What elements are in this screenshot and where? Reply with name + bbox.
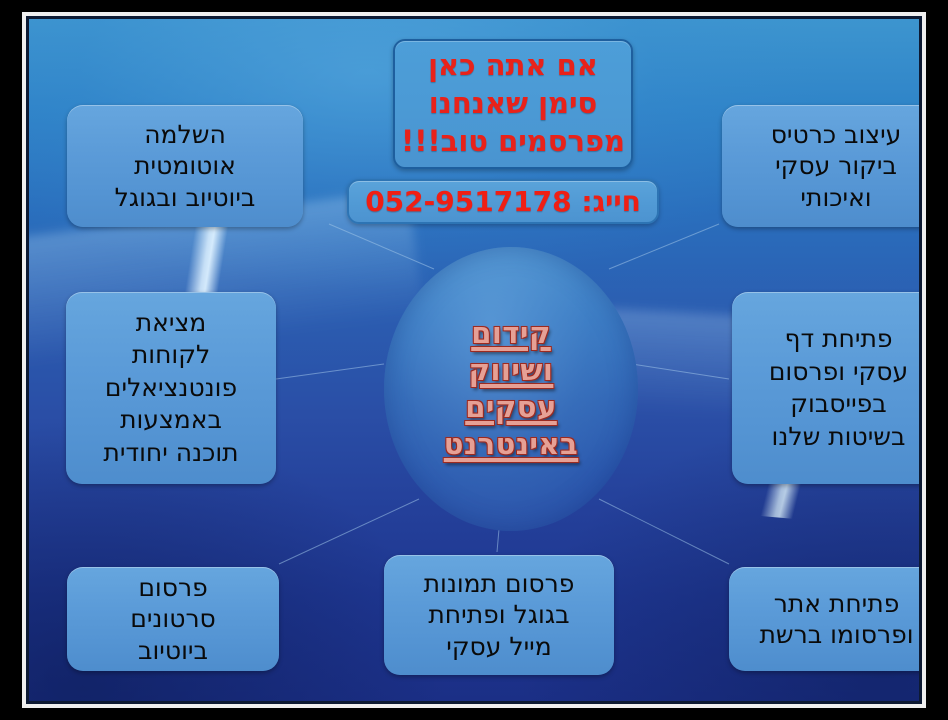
service-line: באמצעות [120,405,222,435]
service-line: לקוחות [131,340,211,370]
service-line: פתיחת דף [784,324,893,353]
center-line-4: באינטרנט [443,426,579,461]
service-box-middle-left: מציאת לקוחות פונטנציאלים באמצעות תוכנה י… [66,292,276,484]
service-box-top-left: השלמה אוטומטית ביוטיוב ובגוגל [67,105,303,227]
service-line: בפייסבוק [790,389,887,418]
service-line: פרסום [138,572,208,602]
service-line: בשיטות שלנו [771,421,906,451]
center-line-2: ושיווק [468,353,554,388]
service-line: ואיכותי [800,182,872,212]
service-line: מייל עסקי [446,631,552,661]
service-box-middle-right: פתיחת דף עסקי ופרסום בפייסבוק בשיטות שלנ… [732,292,919,484]
headline-line-2: סימן שאנחנו [428,86,598,121]
service-line: ביוטיוב [138,635,208,665]
service-line: ביוטיוב ובגוגל [114,182,256,212]
phone-number-text: חייג: 052-9517178 [365,185,641,218]
service-line: עסקי ופרסום [768,356,909,386]
phone-box[interactable]: חייג: 052-9517178 [347,179,659,224]
service-box-bottom-left: פרסום סרטונים ביוטיוב [67,567,279,671]
service-line: עיצוב כרטיס [770,119,902,149]
service-line: פונטנציאלים [104,372,238,402]
service-line: ביקור עסקי [775,151,897,181]
service-line: תוכנה יחודית [103,437,239,467]
service-line: ופרסומו ברשת [759,620,914,649]
poster-inner-frame: אם אתה כאן סימן שאנחנו מפרסמים טוב!!! חי… [26,16,922,704]
central-topic-oval: קידום ושיווק עסקים באינטרנט [384,247,638,531]
service-box-bottom-right: פתיחת אתר ופרסומו ברשת [729,567,919,671]
poster-canvas: אם אתה כאן סימן שאנחנו מפרסמים טוב!!! חי… [29,19,919,701]
headline-line-3: מפרסמים טוב!!! [400,123,626,158]
service-line: סרטונים [130,604,216,634]
service-line: פרסום תמונות [423,568,575,598]
headline-box: אם אתה כאן סימן שאנחנו מפרסמים טוב!!! [393,39,633,169]
service-line: פתיחת אתר [773,588,900,618]
headline-line-1: אם אתה כאן [428,48,598,83]
service-line: אוטומטית [134,151,236,181]
service-line: מציאת [135,307,207,337]
service-line: השלמה [144,119,226,149]
center-line-1: קידום [471,316,551,351]
poster-outer-frame: אם אתה כאן סימן שאנחנו מפרסמים טוב!!! חי… [22,12,926,708]
service-line: בגוגל ופתיחת [428,600,570,630]
service-box-top-right: עיצוב כרטיס ביקור עסקי ואיכותי [722,105,919,227]
center-line-3: עסקים [465,390,557,424]
service-box-bottom-center: פרסום תמונות בגוגל ופתיחת מייל עסקי [384,555,614,675]
